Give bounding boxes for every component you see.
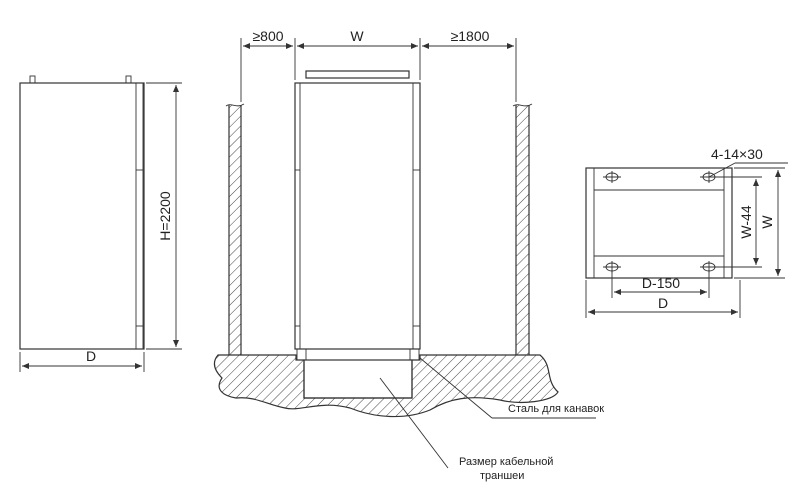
height-label: H=2200	[157, 191, 173, 241]
installation-section: ≥800 W ≥1800 Сталь для канавок Размер ка…	[213, 28, 604, 482]
left-wall	[229, 105, 241, 355]
inner-height-label: W-44	[738, 205, 754, 238]
outer-width-label: D	[658, 295, 668, 311]
base-mounting-plan: 4-14×30 W-44 W D-150 D	[585, 146, 788, 318]
holes-label: 4-14×30	[711, 146, 763, 162]
mounting-hole-tl	[603, 171, 621, 183]
channel-steel-right	[409, 348, 420, 361]
right-wall	[516, 105, 529, 355]
inner-width-label: D-150	[642, 275, 680, 291]
depth-label: D	[86, 348, 96, 364]
cabinet-top-lifting-bar	[305, 70, 410, 79]
base-frame-outer	[585, 167, 733, 279]
outer-height-label: W	[759, 215, 775, 229]
trench-note-line1: Размер кабельной	[459, 456, 553, 468]
channel-note: Сталь для канавок	[508, 403, 604, 415]
trench-leader	[379, 377, 449, 469]
channel-steel-left	[296, 348, 307, 361]
channel-leader	[419, 357, 493, 419]
cabinet-body	[19, 82, 145, 350]
top-lug-right	[125, 75, 132, 84]
top-lug-left	[29, 75, 36, 84]
cabinet-front	[294, 82, 421, 350]
right-clearance-label: ≥1800	[451, 28, 490, 44]
cabinet-side-view: H=2200 D	[19, 75, 182, 372]
cable-trench	[303, 359, 413, 399]
left-clearance-label: ≥800	[252, 28, 283, 44]
floor-section	[213, 354, 559, 418]
trench-note-line2: траншеи	[480, 470, 524, 482]
width-label: W	[350, 28, 364, 44]
